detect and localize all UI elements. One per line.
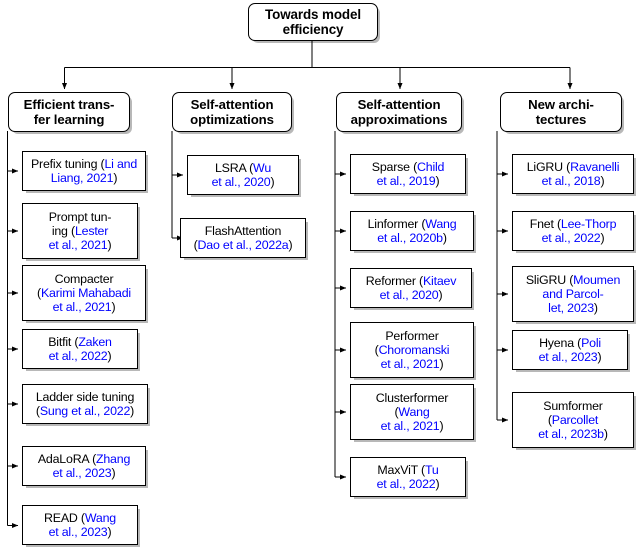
- category-header-efficient-transfer-learning[interactable]: Efficient trans-fer learning: [8, 92, 130, 132]
- leaf-node[interactable]: Ladder side tuning(Sung et al., 2022): [22, 384, 148, 424]
- leaf-label: FlashAttention(Dao et al., 2022a): [193, 223, 293, 252]
- category-label: Efficient trans-fer learning: [23, 96, 115, 127]
- root-node[interactable]: Towards model efficiency: [248, 3, 378, 41]
- leaf-node[interactable]: FlashAttention(Dao et al., 2022a): [180, 218, 306, 258]
- leaf-node[interactable]: Prefix tuning (Li and Liang, 2021): [22, 151, 146, 191]
- leaf-label: Ladder side tuning(Sung et al., 2022): [35, 389, 135, 418]
- root-label: Towards model efficiency: [265, 6, 361, 37]
- leaf-label: Prefix tuning (Li and Liang, 2021): [30, 156, 138, 185]
- category-label: New archi-tectures: [528, 96, 594, 127]
- category-header-new-architectures[interactable]: New archi-tectures: [500, 92, 622, 132]
